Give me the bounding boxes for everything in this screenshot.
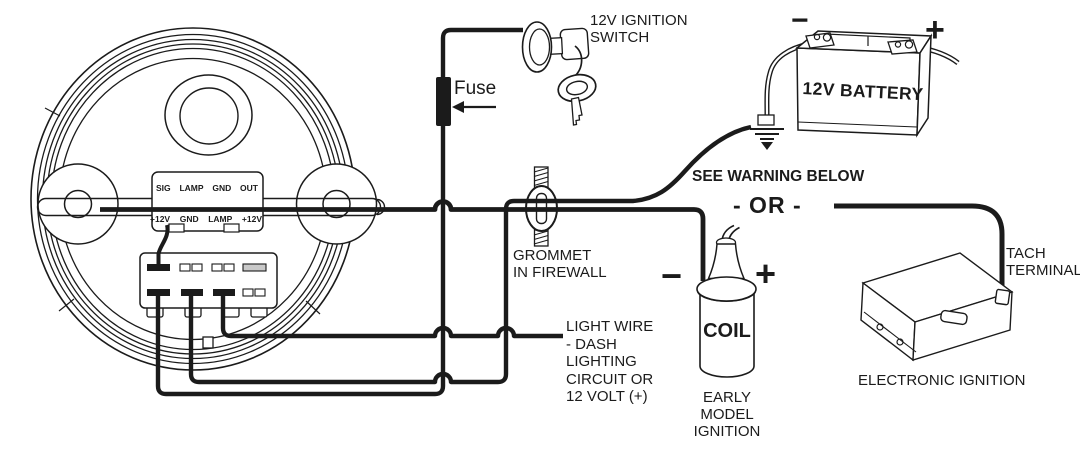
fuse-arrow <box>452 101 496 113</box>
early-model-ignition-label: EARLY MODEL IGNITION <box>672 389 782 440</box>
ground-wire <box>188 124 752 385</box>
ignition-switch-label-line1: 12V IGNITION <box>590 12 688 29</box>
warning-label: SEE WARNING BELOW <box>692 168 865 185</box>
ignition-switch-label: 12V IGNITION SWITCH <box>590 12 688 47</box>
ignition-switch <box>521 21 597 126</box>
early-model-line1: EARLY <box>702 389 752 406</box>
ignition-switch-label-line2: SWITCH <box>590 28 650 46</box>
fuse <box>436 77 496 126</box>
coil-minus-sign: − <box>661 255 683 296</box>
battery-plus-sign: + <box>925 11 945 49</box>
gauge-top-boss <box>164 74 253 156</box>
gauge-connector <box>139 252 278 318</box>
light-wire-label-line3: LIGHTING <box>566 353 637 370</box>
grommet-label: GROMMET IN FIREWALL <box>513 247 607 282</box>
terminal-label: LAMP <box>208 214 233 224</box>
box-handle <box>940 309 968 326</box>
electronic-ignition-box <box>860 252 1014 362</box>
light-wire-label: LIGHT WIRE - DASH LIGHTING CIRCUIT OR 12… <box>566 318 653 406</box>
terminal-label: SIG <box>156 183 171 193</box>
light-wire-label-line1: LIGHT WIRE <box>566 318 654 335</box>
inner-ring-tab <box>202 336 214 349</box>
light-wire-label-line4: CIRCUIT OR <box>566 370 654 388</box>
ground-symbol <box>750 114 784 150</box>
coil <box>696 224 757 378</box>
battery-minus-sign: − <box>791 4 809 37</box>
fuse-label: Fuse <box>454 78 497 99</box>
coil-plus-sign: + <box>755 253 777 294</box>
battery <box>764 30 960 138</box>
battery-terminal-negative <box>805 32 835 49</box>
bezel-tick-marks <box>44 107 321 315</box>
early-model-line3: IGNITION <box>693 423 761 440</box>
terminal-label: OUT <box>240 183 258 193</box>
coil-label: COIL <box>703 320 751 342</box>
tach-terminal-label-line2: TERMINAL <box>1006 261 1080 279</box>
electronic-ignition-label: ELECTRONIC IGNITION <box>858 372 1026 389</box>
grommet-label-line2: IN FIREWALL <box>513 263 607 281</box>
or-divider-label: - OR - <box>733 192 802 218</box>
battery-terminal-positive <box>887 39 918 55</box>
gauge-terminal-row-top: SIG LAMP GND OUT <box>156 183 258 193</box>
gauge-terminal-row-bottom: +12V GND LAMP +12V <box>150 214 262 224</box>
gauge-terminal-plate <box>151 171 264 233</box>
tach-terminal-label-line1: TACH <box>1006 245 1046 262</box>
key <box>557 73 597 126</box>
wires <box>100 27 1005 397</box>
power-wire <box>155 27 523 397</box>
mounting-ear-left <box>37 163 119 245</box>
plate-jumper-wire <box>156 224 170 266</box>
tach-terminal-label: TACH TERMINAL <box>1006 245 1080 280</box>
terminal-label: +12V <box>241 214 262 224</box>
signal-wire <box>100 199 706 281</box>
lamp-wire <box>220 295 563 339</box>
light-wire-label-line2: - DASH <box>566 335 617 353</box>
mounting-ear-right <box>295 163 378 245</box>
tach-terminal-wire <box>834 203 1005 293</box>
light-wire-label-line5: 12 VOLT (+) <box>566 388 648 405</box>
terminal-label: GND <box>179 214 199 224</box>
terminal-label: LAMP <box>179 183 204 193</box>
tach-terminal-post <box>994 288 1011 306</box>
tachometer-gauge <box>30 27 386 371</box>
terminal-label: GND <box>212 183 232 193</box>
terminal-label: +12V <box>150 214 171 224</box>
grommet-firewall <box>525 166 558 247</box>
grommet-label-line1: GROMMET <box>513 247 592 264</box>
early-model-line2: MODEL <box>700 406 754 423</box>
